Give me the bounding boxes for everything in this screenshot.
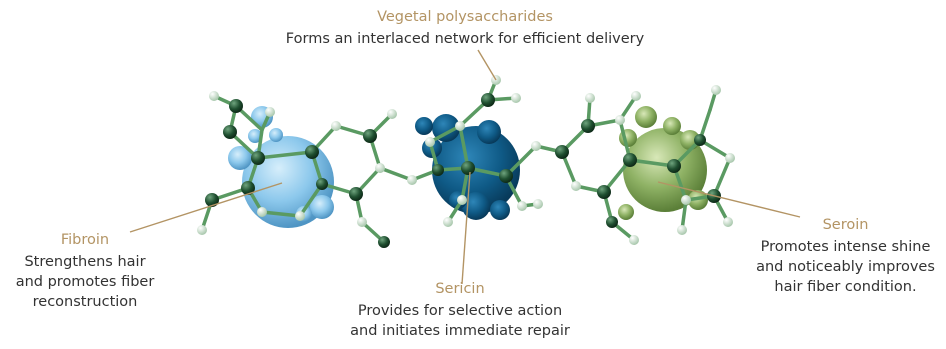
label-vegetal-polysaccharides: Vegetal polysaccharides Forms an interla… [250,8,680,49]
label-seroin: Seroin Promotes intense shine and notice… [745,216,946,297]
leader-seroin [657,181,801,218]
leader-vegetal [477,49,497,81]
label-sericin-desc-line: Provides for selective action [357,303,563,319]
label-vegetal-title: Vegetal polysaccharides [377,9,553,25]
leader-fibroin [129,182,283,233]
hydrogen-atoms [197,75,735,245]
label-sericin-title: Sericin [435,281,485,297]
label-seroin-desc-line: Promotes intense shine [760,239,931,255]
label-fibroin-desc-line: reconstruction [32,294,138,310]
leader-lines [129,49,801,285]
label-seroin-desc-line: and noticeably improves [756,259,935,275]
label-seroin-title: Seroin [822,217,869,233]
label-seroin-desc-line: hair fiber condition. [774,279,917,295]
leader-sericin [461,171,471,285]
label-fibroin: Fibroin Strengthens hair and promotes fi… [0,231,170,312]
label-sericin: Sericin Provides for selective action an… [330,280,590,341]
heavy-atoms [205,93,721,248]
label-sericin-desc-line: and initiates immediate repair [350,323,570,339]
label-fibroin-title: Fibroin [60,232,110,248]
label-fibroin-desc-line: and promotes fiber [15,274,155,290]
label-vegetal-desc: Forms an interlaced network for efficien… [285,31,645,47]
label-fibroin-desc-line: Strengthens hair [24,254,146,270]
